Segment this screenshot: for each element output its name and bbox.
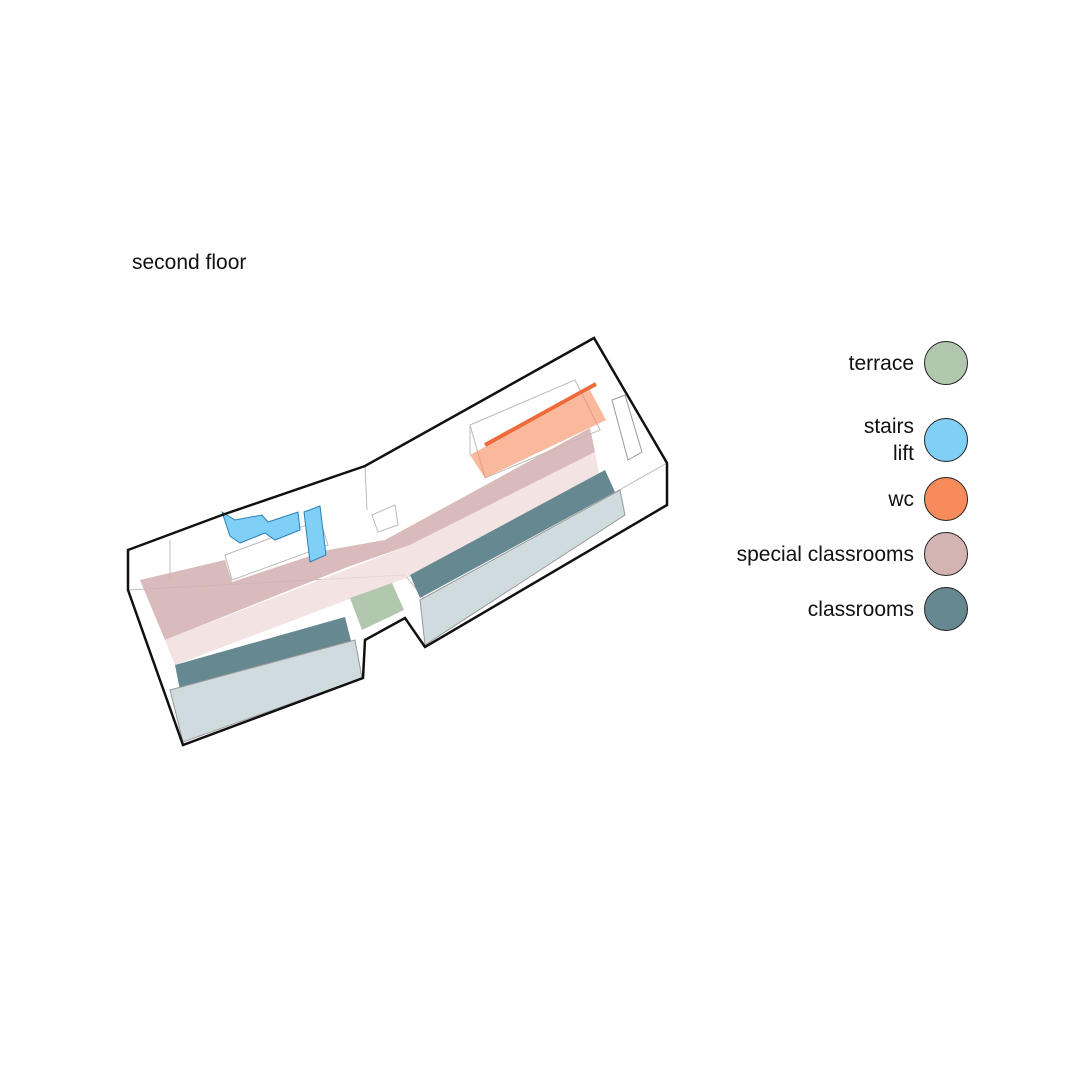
wc-wall bbox=[484, 382, 597, 447]
legend-classrooms: classrooms bbox=[808, 587, 968, 631]
legend-label: wc bbox=[888, 487, 914, 511]
special-classrooms-swatch-icon bbox=[924, 532, 968, 576]
legend-label-stairs: stairs bbox=[863, 415, 914, 438]
legend-wc: wc bbox=[888, 477, 968, 521]
stairs-lift-swatch-icon bbox=[924, 418, 968, 462]
floor-title: second floor bbox=[132, 251, 247, 274]
legend-label: stairs lift bbox=[864, 413, 914, 467]
legend-label-lift: lift bbox=[893, 442, 914, 465]
terrace-area bbox=[350, 583, 404, 630]
legend-label: classrooms bbox=[807, 597, 914, 621]
stairs-shape bbox=[221, 510, 301, 544]
special-classrooms-wall bbox=[165, 452, 600, 665]
legend-terrace: terrace bbox=[849, 341, 968, 385]
counter-2 bbox=[371, 504, 399, 533]
lift-shape bbox=[303, 505, 327, 563]
legend-label: special classrooms bbox=[736, 542, 914, 566]
back-stairs bbox=[611, 394, 643, 461]
legend-stairs-lift: stairs lift bbox=[864, 413, 968, 467]
wc-swatch-icon bbox=[924, 477, 968, 521]
classrooms-swatch-icon bbox=[924, 587, 968, 631]
facade-right bbox=[419, 489, 626, 646]
legend-special-classrooms: special classrooms bbox=[737, 532, 968, 576]
wc-area bbox=[470, 390, 606, 478]
classrooms-left bbox=[175, 617, 352, 690]
building-outline bbox=[126, 336, 669, 747]
special-classrooms-floor bbox=[140, 428, 595, 640]
terrace-swatch-icon bbox=[924, 341, 968, 385]
legend-label: terrace bbox=[848, 351, 914, 375]
classrooms-right bbox=[410, 470, 615, 598]
